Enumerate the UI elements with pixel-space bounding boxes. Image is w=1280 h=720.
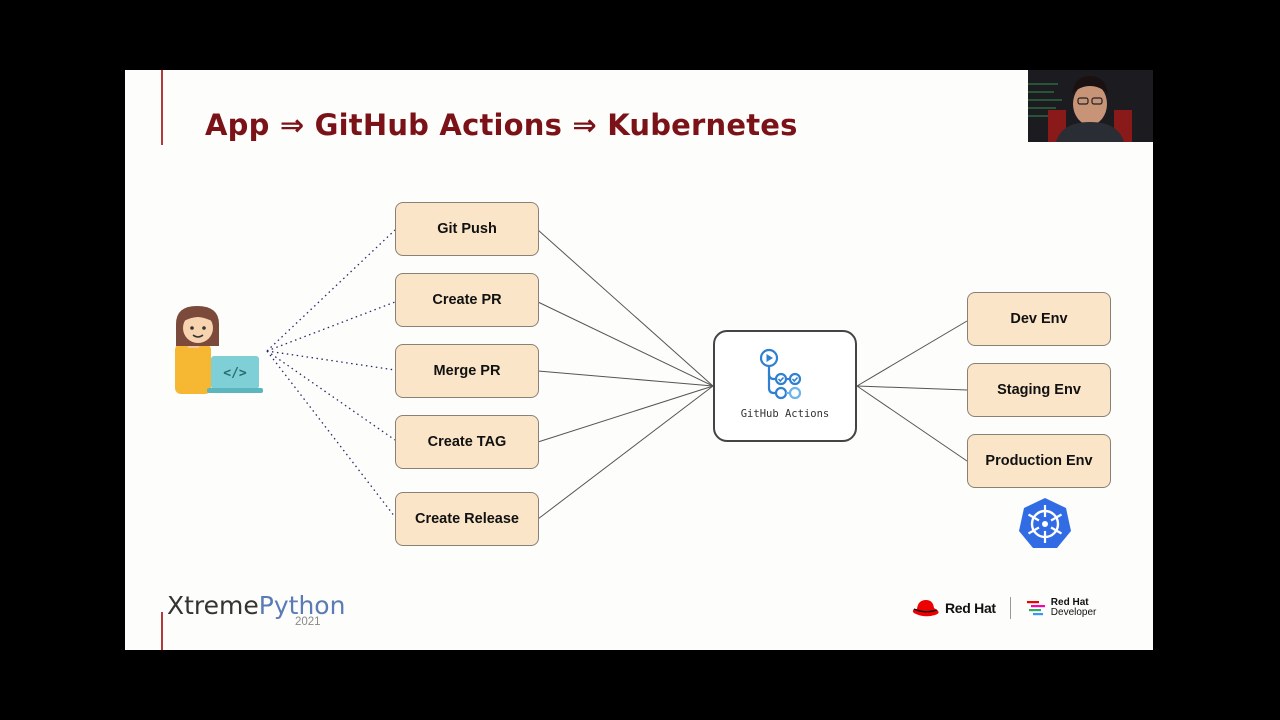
redhat-developer-icon — [1026, 601, 1045, 616]
event-logo-highlight: Python — [258, 591, 346, 620]
redhat-hat-icon — [912, 600, 939, 617]
github-actions-icon — [759, 348, 802, 400]
trigger-label: Create PR — [432, 292, 502, 308]
sponsor-logos: Red Hat Red Hat Developer — [911, 597, 1096, 619]
event-logo-prefix: Xtreme — [167, 591, 259, 620]
trigger-git-push: Git Push — [395, 202, 539, 256]
trigger-label: Merge PR — [433, 363, 501, 379]
redhat-wordmark: Red Hat — [945, 600, 996, 616]
env-label: Production Env — [985, 453, 1093, 469]
event-logo: XtremePython — [167, 591, 345, 620]
connector-lines — [266, 229, 968, 520]
trigger-create-pr: Create PR — [395, 273, 539, 327]
presenter-webcam — [1028, 70, 1153, 142]
redhat-developer-line1: Red Hat — [1050, 597, 1089, 608]
trigger-label: Create TAG — [427, 434, 507, 450]
sponsor-divider — [1009, 597, 1011, 619]
trigger-merge-pr: Merge PR — [395, 344, 539, 398]
svg-text:</>: </> — [223, 366, 247, 381]
redhat-developer-wordmark: Red Hat Developer — [1051, 598, 1097, 618]
redhat-developer-line2: Developer — [1050, 607, 1097, 618]
github-actions-label: GitHub Actions — [740, 408, 830, 420]
env-label: Dev Env — [1010, 311, 1068, 327]
event-year: 2021 — [295, 616, 321, 628]
slide-title: App ⇒ GitHub Actions ⇒ Kubernetes — [205, 108, 798, 142]
developer-laptop-icon: </> — [171, 304, 263, 401]
slide: App ⇒ GitHub Actions ⇒ Kubernetes — [125, 70, 1153, 650]
env-dev: Dev Env — [967, 292, 1111, 346]
env-production: Production Env — [967, 434, 1111, 488]
trigger-create-tag: Create TAG — [395, 415, 539, 469]
trigger-create-release: Create Release — [395, 492, 539, 546]
slide-accent-line-top — [161, 70, 163, 145]
slide-accent-line-bottom — [161, 612, 163, 650]
trigger-label: Create Release — [415, 511, 519, 527]
env-label: Staging Env — [997, 382, 1081, 398]
developer-dotted-lines — [266, 229, 396, 518]
trigger-to-actions-lines — [537, 229, 714, 520]
kubernetes-helm-icon — [1017, 496, 1073, 555]
github-actions-node: GitHub Actions — [713, 330, 857, 442]
env-staging: Staging Env — [967, 363, 1111, 417]
actions-to-env-lines — [856, 320, 968, 462]
redhat-developer-logo: Red Hat Developer — [1026, 598, 1097, 618]
trigger-label: Git Push — [437, 221, 497, 237]
